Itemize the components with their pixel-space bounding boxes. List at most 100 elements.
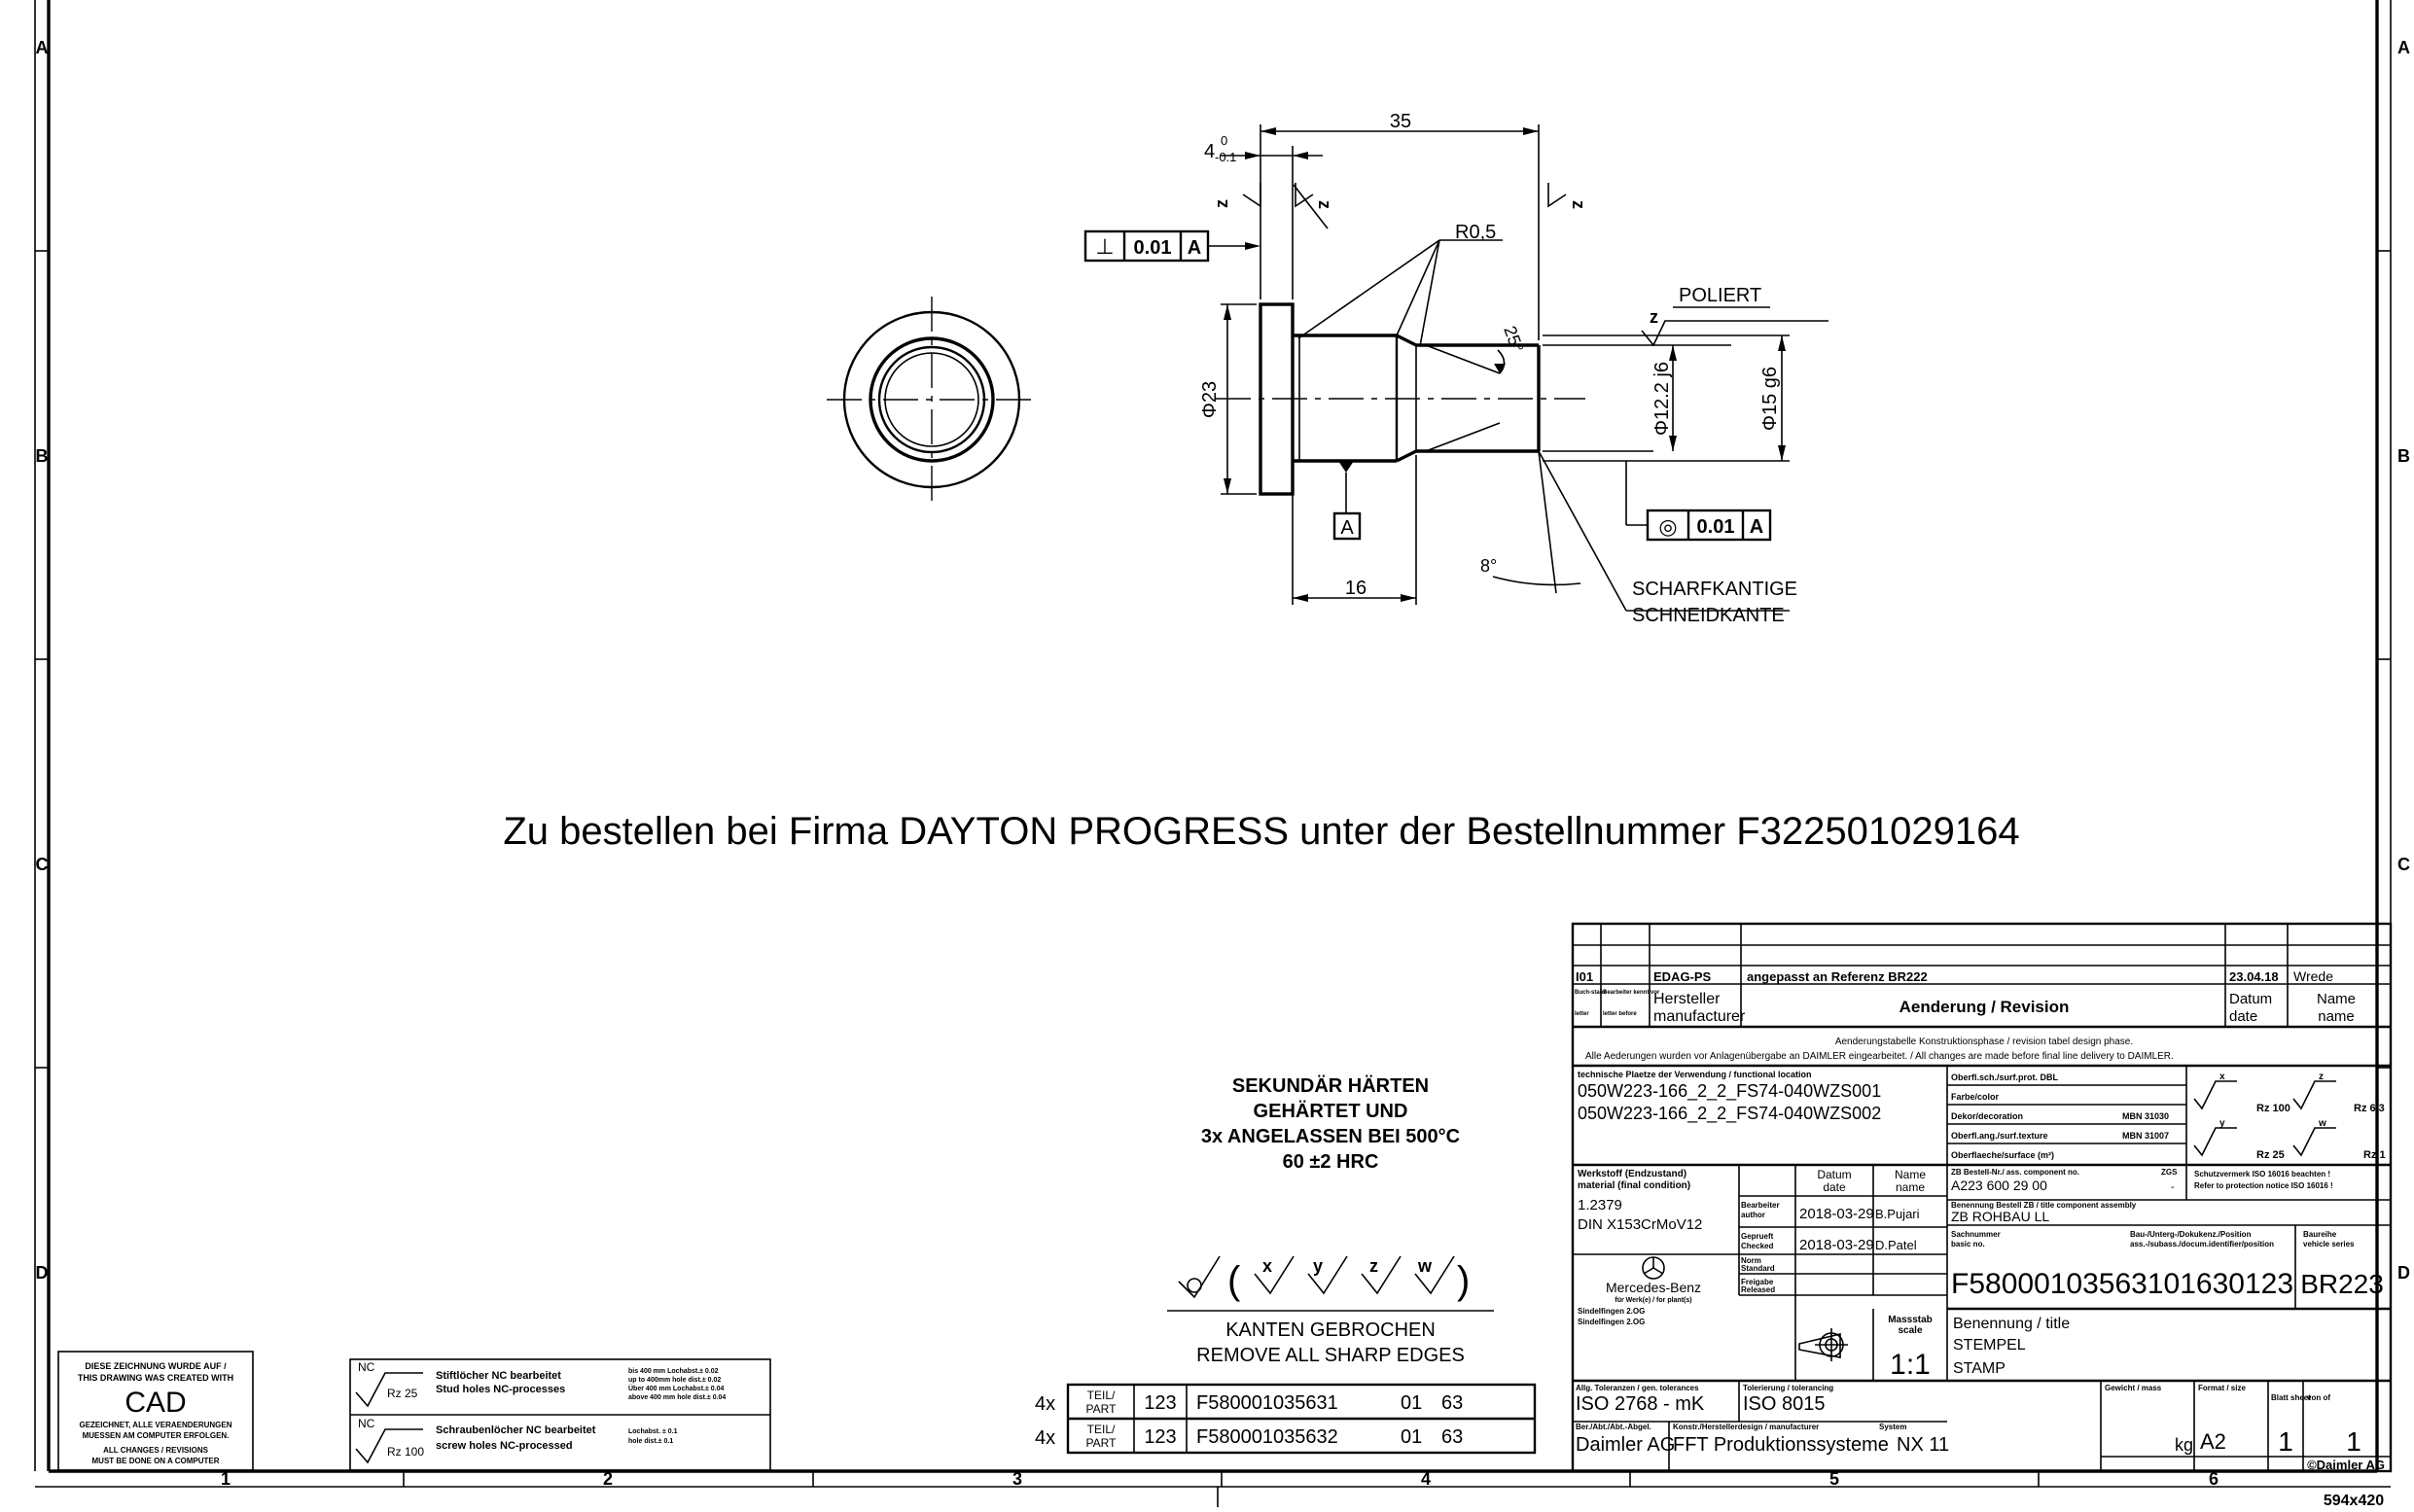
edges-line-2: REMOVE ALL SHARP EDGES [1196, 1345, 1465, 1366]
svg-text:MBN 31030: MBN 31030 [2122, 1111, 2169, 1121]
svg-text:PART: PART [1086, 1402, 1118, 1416]
svg-text:ass.-/subass./docum.identifier: ass.-/subass./docum.identifier/position [2130, 1240, 2274, 1248]
svg-text:4x: 4x [1035, 1393, 1055, 1415]
svg-text:Aenderung / Revision: Aenderung / Revision [1899, 998, 2070, 1016]
hardening-line-2: GEHÄRTET UND [1254, 1100, 1408, 1122]
dim-head-4: 4 [1204, 141, 1215, 162]
col-label-6: 6 [2209, 1469, 2219, 1489]
svg-text:z: z [1369, 1256, 1378, 1276]
row-label-b-left: B [36, 446, 49, 466]
roughness-symbols: x Rz 100 z Rz 6.3 y Rz 25 w Rz 1 [2193, 1072, 2386, 1161]
col-label-1: 1 [221, 1469, 231, 1489]
svg-text:TEIL/: TEIL/ [1087, 1423, 1116, 1436]
dim-angle-25: 25° [1500, 324, 1527, 355]
svg-text:4x: 4x [1035, 1427, 1055, 1449]
svg-text:Released: Released [1741, 1285, 1775, 1294]
parts-row-1: 4x TEIL/ PART 123 F580001035631 01 63 [1035, 1389, 1463, 1416]
col-label-4: 4 [1421, 1469, 1431, 1489]
svg-text:screw holes NC-processed: screw holes NC-processed [436, 1440, 573, 1452]
revision-table: I01 EDAG-PS angepasst an Referenz BR222 … [1573, 924, 2391, 1029]
svg-text:EDAG-PS: EDAG-PS [1653, 969, 1712, 984]
dim-dia-23: Φ23 [1199, 381, 1221, 418]
svg-text:date: date [2229, 1008, 2257, 1025]
edges-note: KANTEN GEBROCHEN REMOVE ALL SHARP EDGES [1196, 1319, 1465, 1366]
svg-text:CAD: CAD [124, 1387, 186, 1419]
svg-text:NC: NC [358, 1417, 375, 1430]
svg-text:letter: letter [1575, 1011, 1589, 1017]
svg-text:above 400 mm hole dist.± 0.04: above 400 mm hole dist.± 0.04 [628, 1394, 726, 1401]
vehicle-series: BR223 [2300, 1269, 2384, 1299]
svg-text:A223 600 29 00: A223 600 29 00 [1951, 1178, 2047, 1193]
basic-number: F58000103563101630123 [1951, 1268, 2293, 1300]
svg-text:Rz 25: Rz 25 [387, 1387, 418, 1400]
svg-text:Lochabst. ± 0.1: Lochabst. ± 0.1 [628, 1428, 678, 1435]
svg-text:01: 01 [1401, 1392, 1422, 1414]
revision-note-1: Aenderungstabelle Konstruktionsphase / r… [1835, 1037, 2133, 1047]
svg-text:kg: kg [2175, 1435, 2193, 1455]
col-label-5: 5 [1829, 1469, 1839, 1489]
cad-note: DIESE ZEICHNUNG WURDE AUF / THIS DRAWING… [57, 1351, 254, 1471]
svg-text:letter before: letter before [1603, 1011, 1637, 1017]
surf-mark-z3: z [1569, 200, 1588, 209]
svg-text:name: name [1896, 1180, 1925, 1194]
svg-text:Refer to protection notice ISO: Refer to protection notice ISO 16016 ! [2194, 1181, 2333, 1190]
svg-text:A: A [1340, 517, 1354, 539]
svg-text:material (final condition): material (final condition) [1578, 1180, 1690, 1191]
dim-radius: R0,5 [1455, 222, 1496, 243]
note-poliert: POLIERT [1679, 285, 1761, 306]
svg-text:Rz 100: Rz 100 [2256, 1103, 2290, 1114]
svg-text:D.Patel: D.Patel [1875, 1238, 1917, 1252]
svg-text:THIS DRAWING WAS CREATED WITH: THIS DRAWING WAS CREATED WITH [78, 1373, 233, 1383]
svg-text:ZB Bestell-Nr./ ass. component: ZB Bestell-Nr./ ass. component no. [1951, 1168, 2079, 1177]
sharp-edge-note: SCHARFKANTIGE SCHNEIDKANTE [1538, 450, 1797, 626]
svg-text:◎: ◎ [1658, 514, 1677, 539]
svg-text:ZGS: ZGS [2161, 1168, 2178, 1177]
row-label-d-right: D [2397, 1263, 2410, 1283]
svg-text:Rz 6.3: Rz 6.3 [2354, 1103, 2385, 1114]
svg-text:z: z [2319, 1072, 2324, 1082]
dim-dia-12: Φ12.2 j6 [1651, 362, 1673, 436]
svg-text:basic no.: basic no. [1951, 1240, 1985, 1248]
svg-text:Datum: Datum [1817, 1168, 1851, 1181]
svg-text:Datum: Datum [2229, 991, 2272, 1007]
revision-note-2: Alle Aederungen wurden vor Anlagenüberga… [1585, 1051, 2174, 1062]
svg-text:Über 400 mm Lochabst.± 0.04: Über 400 mm Lochabst.± 0.04 [628, 1384, 724, 1392]
edges-line-1: KANTEN GEBROCHEN [1225, 1319, 1436, 1341]
svg-text:Stiftlöcher NC bearbeitet: Stiftlöcher NC bearbeitet [436, 1370, 561, 1382]
sheet-format: A2 [2200, 1429, 2226, 1454]
svg-text:Wrede: Wrede [2293, 968, 2333, 984]
svg-text:0.01: 0.01 [1697, 516, 1735, 538]
row-label-d-left: D [36, 1263, 49, 1283]
svg-text:01: 01 [1401, 1426, 1422, 1448]
svg-text:): ) [1457, 1259, 1470, 1302]
row-label-c-left: C [36, 855, 49, 874]
svg-text:Freigabe: Freigabe [1741, 1278, 1774, 1286]
svg-text:Werkstoff (Endzustand): Werkstoff (Endzustand) [1578, 1169, 1686, 1179]
scale-value: 1:1 [1890, 1349, 1931, 1381]
svg-text:Bearbeiter kennt vor: Bearbeiter kennt vor [1603, 990, 1660, 996]
svg-text:Gewicht / mass: Gewicht / mass [2105, 1384, 2162, 1392]
svg-text:⊥: ⊥ [1095, 234, 1114, 259]
svg-text:Rz 100: Rz 100 [387, 1445, 424, 1459]
svg-text:Oberfl.ang./surf.texture: Oberfl.ang./surf.texture [1951, 1131, 2048, 1141]
svg-text:Norm: Norm [1741, 1256, 1761, 1265]
svg-text:up to 400mm hole dist.± 0.02: up to 400mm hole dist.± 0.02 [628, 1377, 721, 1384]
svg-text:123: 123 [1144, 1426, 1176, 1448]
surf-mark-z2: z [1315, 200, 1334, 209]
svg-text:Ber./Abt./Abt.-Abgel.: Ber./Abt./Abt.-Abgel. [1576, 1423, 1651, 1431]
svg-text:Konstr./Herstellerdesign / man: Konstr./Herstellerdesign / manufacturer [1673, 1423, 1819, 1431]
drawing-title-de: STEMPEL [1953, 1337, 2026, 1354]
parts-list: 4x TEIL/ PART 123 F580001035631 01 63 4x… [1035, 1383, 1537, 1455]
row-label-a-right: A [2397, 38, 2410, 57]
sheet-number: 1 [2278, 1426, 2293, 1457]
svg-text:w: w [2318, 1118, 2326, 1129]
surf-mark-z4: z [1650, 307, 1658, 327]
svg-text:A: A [1750, 516, 1763, 538]
svg-text:23.04.18: 23.04.18 [2229, 969, 2279, 984]
svg-text:ALL CHANGES / REVISIONS: ALL CHANGES / REVISIONS [103, 1446, 209, 1455]
svg-text:63: 63 [1441, 1426, 1463, 1448]
dim-length-35: 35 [1390, 111, 1411, 132]
svg-text:Benennung / title: Benennung / title [1953, 1316, 2070, 1332]
